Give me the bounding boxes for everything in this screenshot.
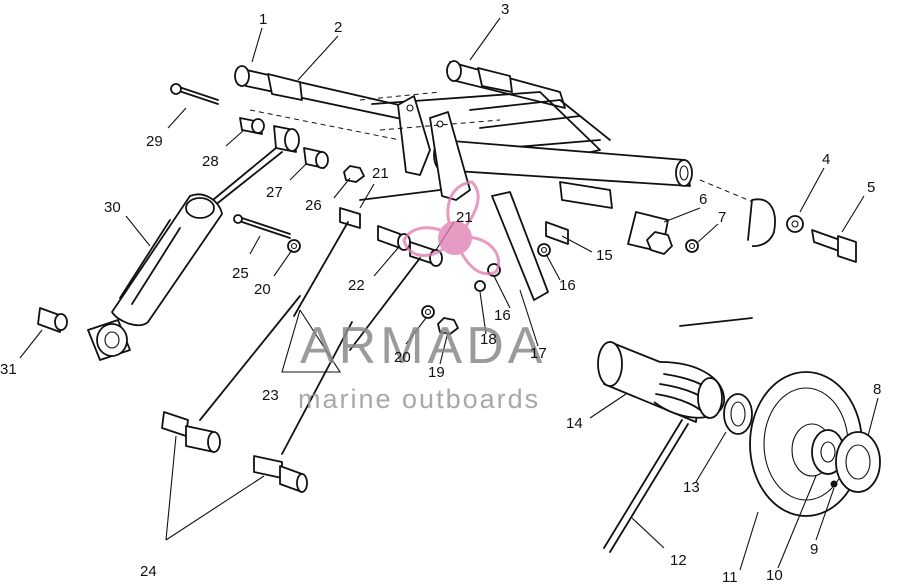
callout-19: 19: [428, 364, 445, 381]
callout-31: 31: [0, 361, 17, 378]
callout-10: 10: [766, 567, 783, 583]
callout-13: 13: [683, 479, 700, 496]
logo-blade-3: [402, 226, 458, 257]
callout-9: 9: [810, 541, 818, 558]
callout-17: 17: [530, 345, 547, 362]
callout-30: 30: [104, 199, 121, 216]
callout-16b: 16: [494, 307, 511, 324]
callout-28: 28: [202, 153, 219, 170]
bolts-and-bushings: [233, 147, 569, 351]
callout-25: 25: [232, 265, 249, 282]
callout-15: 15: [596, 247, 613, 264]
callout-6: 6: [699, 191, 707, 208]
callout-7: 7: [718, 209, 726, 226]
frame-assembly: [234, 60, 761, 301]
pivot-bolt-hardware: [627, 198, 857, 263]
callout-14: 14: [566, 415, 583, 432]
callout-1: 1: [259, 11, 267, 28]
callout-18: 18: [480, 331, 497, 348]
callout-12: 12: [670, 552, 687, 569]
leader-lines: [19, 17, 879, 571]
armada-logo: [402, 180, 501, 276]
callout-11: 11: [722, 569, 738, 583]
link-rods: [161, 295, 353, 493]
callout-21b: 21: [456, 209, 473, 226]
callout-22: 22: [348, 277, 365, 294]
callout-4: 4: [822, 151, 830, 168]
callout-3: 3: [501, 1, 509, 18]
callout-24: 24: [140, 563, 157, 580]
callout-20a: 20: [394, 349, 411, 366]
logo-blade-1: [446, 180, 480, 241]
shock-absorber-group: [37, 83, 300, 361]
callout-8: 8: [873, 381, 881, 398]
callout-20b: 20: [254, 281, 271, 298]
callout-labels: 1 2 3 4 5 6 7 8 9 10 11 12 13 14 15 16 1…: [0, 1, 881, 586]
watermark-subtitle: marine outboards: [298, 384, 540, 414]
callout-16a: 16: [559, 277, 576, 294]
logo-blade-2: [453, 235, 501, 276]
callout-21a: 21: [372, 165, 389, 182]
callout-5: 5: [867, 179, 875, 196]
callout-29: 29: [146, 133, 163, 150]
watermark-title: ARMADA: [300, 317, 546, 375]
callout-2: 2: [334, 19, 342, 36]
callout-23: 23: [262, 387, 279, 404]
idler-wheel-assembly: [597, 317, 881, 553]
callout-27: 27: [266, 184, 283, 201]
callout-26: 26: [305, 197, 322, 214]
